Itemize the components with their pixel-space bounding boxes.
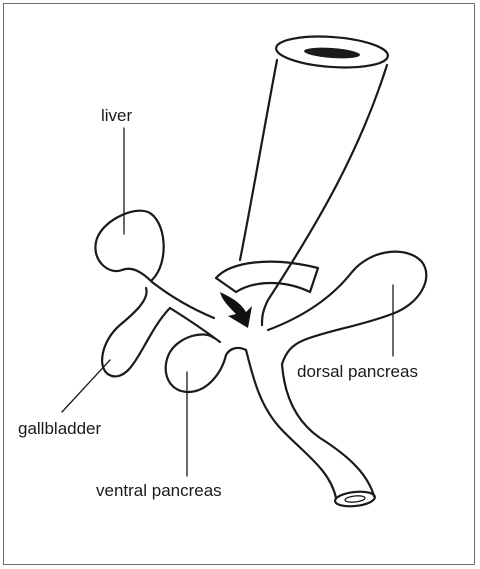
upper-gut-tube: [240, 60, 387, 325]
ventral-pancreas-bud: [166, 334, 246, 392]
gallbladder-label: gallbladder: [18, 419, 102, 438]
gallbladder-leader-line: [62, 360, 110, 412]
arrow-indicator: [220, 292, 252, 328]
gallbladder-bud: [102, 288, 170, 376]
liver-bud: [95, 211, 214, 318]
mesentery-band: [216, 262, 318, 292]
tube-lumen-top: [304, 46, 361, 60]
tube-opening-bottom: [334, 490, 375, 508]
dorsal-pancreas-bud: [268, 252, 426, 364]
liver-label: liver: [101, 106, 133, 125]
ventral-pancreas-label: ventral pancreas: [96, 481, 222, 500]
tube-lumen-bottom: [345, 495, 366, 503]
dorsal-pancreas-label: dorsal pancreas: [297, 362, 418, 381]
